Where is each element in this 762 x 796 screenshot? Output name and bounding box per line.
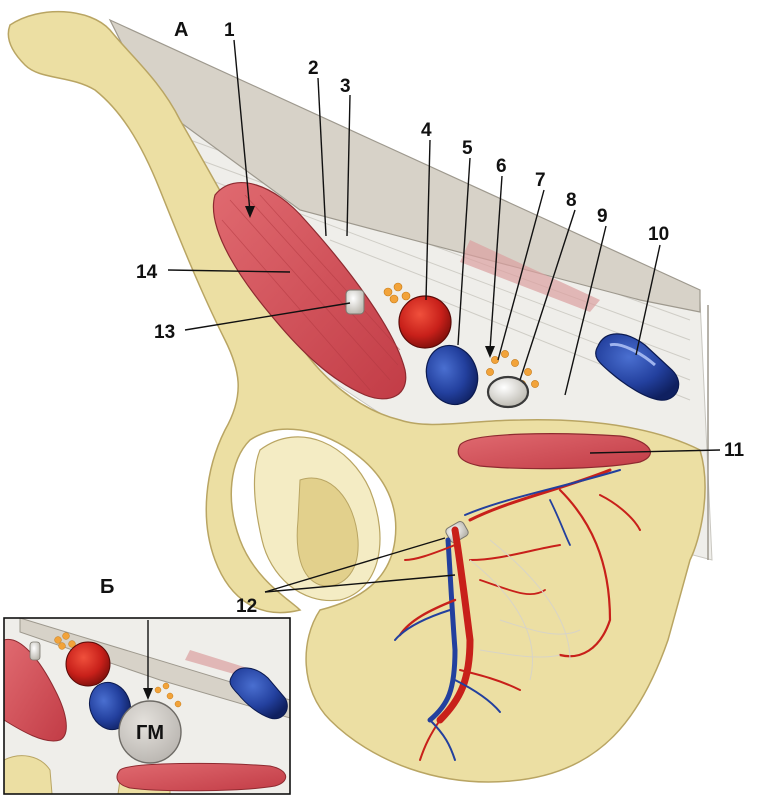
muscle-14 [212,182,407,400]
label-5: 5 [462,138,473,159]
inset-arrowhead [143,688,153,700]
inset-lymph-nodes [54,632,182,708]
bone-structure [7,10,706,783]
label-11: 11 [724,440,745,461]
panel-letter-a: А [174,19,188,41]
inset-gm-mass [118,700,182,764]
panel-letter-b: Б [100,576,114,598]
muscle-11 [457,433,651,470]
inset-structure-13 [29,641,41,661]
label-12: 12 [236,596,257,617]
label-1: 1 [224,20,235,41]
inset-vessel-10 [229,667,288,720]
vascular-branches [394,468,641,761]
vein-5 [425,344,479,406]
inset-bone [3,755,53,795]
label-8: 8 [566,190,577,211]
label-9: 9 [597,206,608,227]
main-panel: А 1 2 3 4 5 6 [7,10,745,783]
muscle-14-fibers [221,194,401,391]
inset-gm-label: ГМ [136,722,164,744]
artery-4 [398,295,452,349]
label-6: 6 [496,156,507,177]
label-3: 3 [340,76,351,97]
number-labels: 1 2 3 4 5 6 7 8 9 10 11 12 13 14 [136,20,745,617]
nerve-8 [486,375,530,409]
label-2: 2 [308,58,319,79]
inset-frame [3,617,291,795]
vessel-10 [595,333,680,401]
inset-vein [88,681,132,731]
label-13: 13 [154,322,175,343]
label-10: 10 [648,224,669,245]
label-14: 14 [136,262,158,283]
ear-inner [296,477,359,587]
gland-lobules [469,539,581,681]
inset-panel: ГМ [3,617,291,795]
inset-artery [65,641,111,687]
structure-13 [345,289,365,315]
leader-lines [167,39,721,593]
vessel-10-highlight [609,342,656,367]
inset-muscle-11 [116,762,287,792]
lymph-nodes [383,282,539,388]
label-7: 7 [535,170,546,191]
inset-muscle-14 [3,638,67,742]
label-4: 4 [421,120,432,141]
longus-muscle-red-strip [460,240,600,312]
